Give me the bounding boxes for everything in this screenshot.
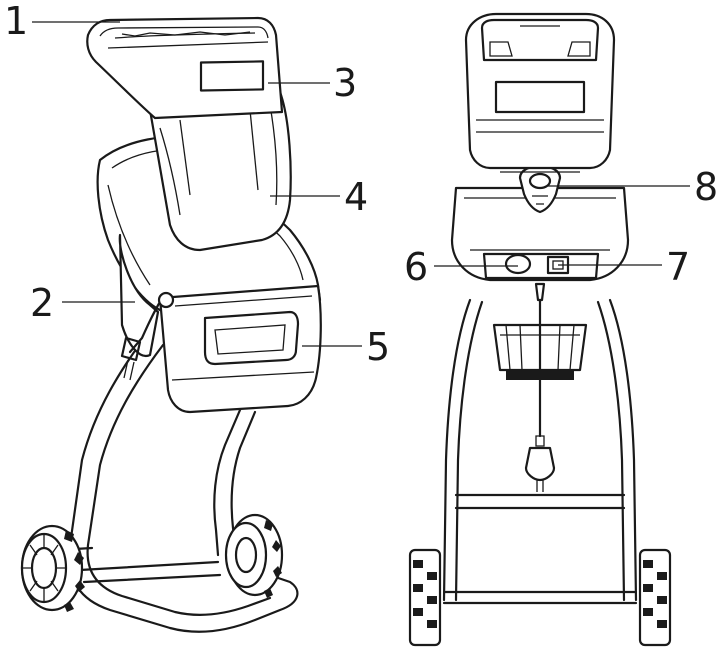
right-stand-frame — [442, 298, 638, 605]
left-view — [20, 16, 322, 633]
right-view — [408, 12, 672, 647]
callout-2: 2 — [30, 281, 54, 325]
callout-8: 8 — [694, 165, 718, 209]
left-discharge-chute — [158, 284, 322, 414]
left-cable — [120, 291, 175, 381]
left-hopper — [148, 90, 292, 252]
right-wheel-right — [638, 548, 672, 647]
left-wheel-front — [20, 524, 85, 612]
callout-4: 4 — [344, 175, 368, 219]
callout-3: 3 — [333, 61, 357, 105]
callout-labels: 1 2 3 4 5 6 7 8 — [4, 0, 718, 369]
callout-1: 1 — [4, 0, 28, 43]
right-top-hood — [464, 12, 616, 170]
left-top-hood — [86, 16, 284, 120]
right-body-shroud — [450, 186, 630, 282]
leader-lines — [32, 21, 690, 347]
callout-5: 5 — [366, 325, 390, 369]
left-stand-frame — [56, 328, 299, 633]
callout-7: 7 — [666, 245, 690, 289]
left-window-3 — [199, 60, 265, 92]
right-cable-plug — [524, 282, 556, 492]
right-wheel-left — [408, 548, 442, 647]
left-wheel-rear — [224, 513, 284, 598]
right-window — [494, 80, 586, 114]
callout-6: 6 — [404, 245, 428, 289]
right-reset-button-6 — [504, 253, 532, 275]
